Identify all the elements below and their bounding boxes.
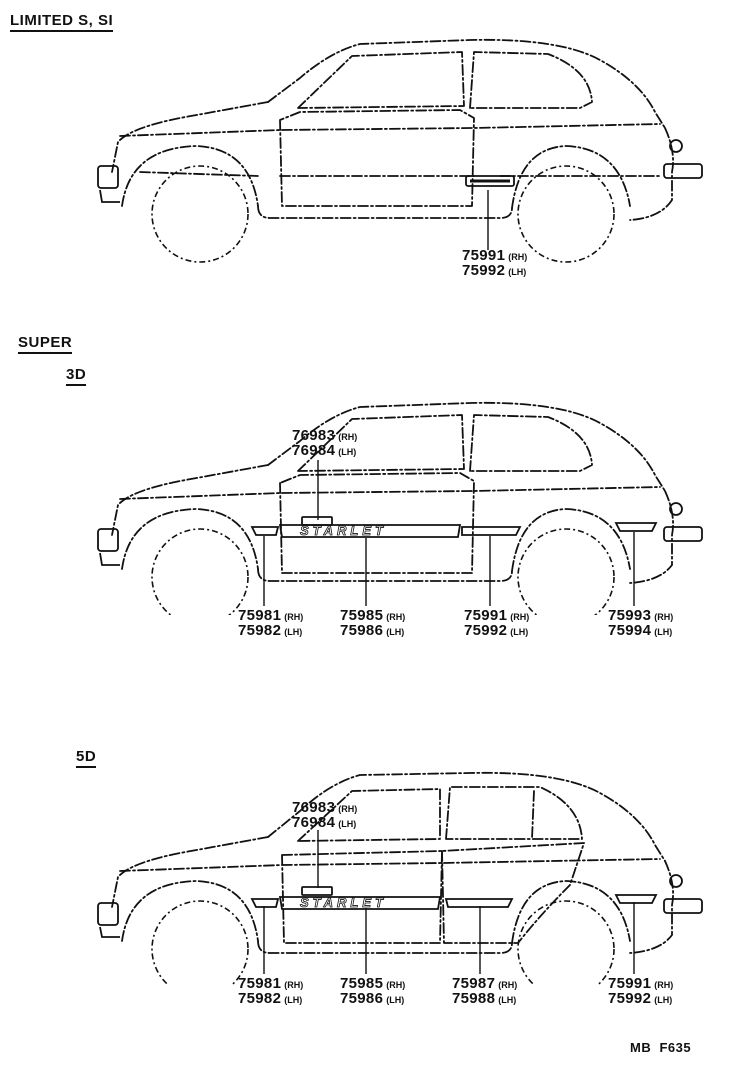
part-number-label: 75992(LH) bbox=[608, 990, 673, 1007]
part-number-label: 75992(LH) bbox=[462, 262, 527, 279]
section-title-5d: 5D bbox=[76, 748, 97, 768]
section-title-limited: LIMITED S, SI bbox=[10, 12, 114, 32]
part-number-label: 76983(RH) bbox=[292, 799, 358, 816]
part-number-label: 76984(LH) bbox=[292, 814, 357, 831]
part-number-label: 75988(LH) bbox=[452, 990, 517, 1007]
part-number-label: 75985(RH) bbox=[340, 607, 406, 624]
part-number-label: 75981(RH) bbox=[238, 607, 304, 624]
car-diagram-super-5d: STARLET bbox=[97, 771, 703, 985]
part-number-label: 76984(LH) bbox=[292, 442, 357, 459]
part-number-label: 75985(RH) bbox=[340, 975, 406, 992]
section-title-super: SUPER bbox=[18, 334, 73, 354]
car-diagram-limited bbox=[97, 38, 703, 263]
part-number-label: 75981(RH) bbox=[238, 975, 304, 992]
part-number-label: 75991(RH) bbox=[464, 607, 530, 624]
diagram-code: MB F635 bbox=[630, 1040, 692, 1055]
part-number-label: 75994(LH) bbox=[608, 622, 673, 639]
part-number-label: 75982(LH) bbox=[238, 622, 303, 639]
part-number-label: 75986(LH) bbox=[340, 622, 405, 639]
part-number-label: 75986(LH) bbox=[340, 990, 405, 1007]
part-number-label: 75982(LH) bbox=[238, 990, 303, 1007]
part-number-label: 75991(RH) bbox=[608, 975, 674, 992]
part-number-label: 75992(LH) bbox=[464, 622, 529, 639]
starlet-emblem: STARLET bbox=[300, 895, 387, 910]
part-number-label: 75991(RH) bbox=[462, 247, 528, 264]
starlet-emblem: STARLET bbox=[300, 523, 387, 538]
part-number-label: 76983(RH) bbox=[292, 427, 358, 444]
part-number-label: 75987(RH) bbox=[452, 975, 518, 992]
callout-line bbox=[487, 190, 489, 250]
section-title-3d: 3D bbox=[66, 366, 87, 386]
part-number-label: 75993(RH) bbox=[608, 607, 674, 624]
callout-lines bbox=[263, 460, 635, 606]
car-diagram-super-3d: STARLET bbox=[97, 401, 703, 615]
callout-lines bbox=[263, 830, 635, 974]
